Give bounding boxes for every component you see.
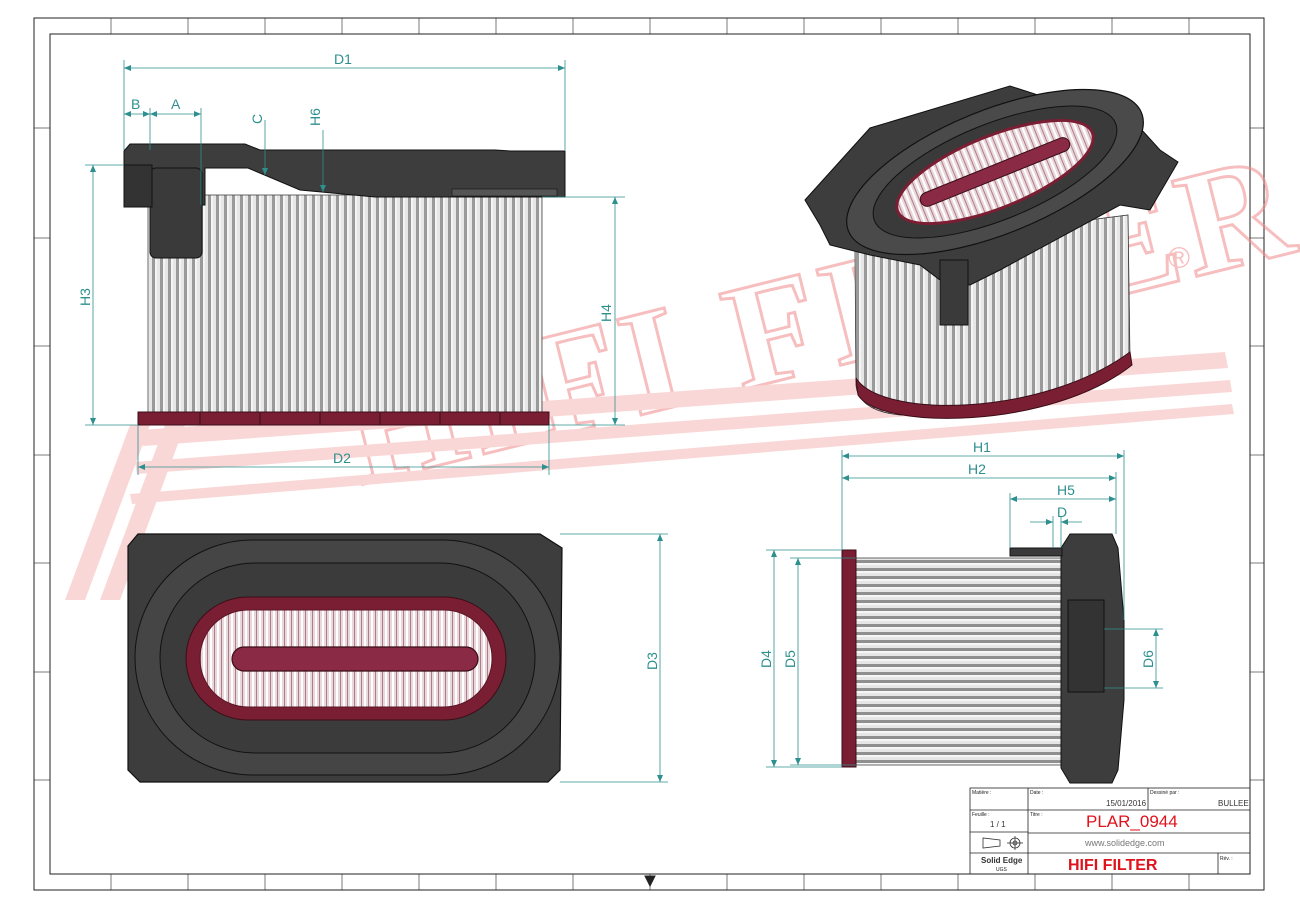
dim-h1-label: H1 [973,439,991,455]
tb-date-label: Date : [1030,790,1043,796]
tb-feuille-value: 1 / 1 [990,820,1006,829]
tb-dessine-value: BULLEE [1218,799,1249,808]
top-cover-slot [451,188,558,197]
dim-d4-label: D4 [758,650,774,668]
outlet-duct [149,167,203,259]
tb-software: Solid Edge [981,856,1023,865]
dim-d5-label: D5 [782,650,798,668]
iso-outlet-duct [939,259,969,326]
dim-h5-label: H5 [1057,482,1075,498]
dim-h4-label: H4 [598,304,614,322]
dim-b-label: B [131,96,140,112]
dim-h2-label: H2 [968,461,986,477]
tb-titre-label: Titre : [1030,812,1043,818]
top-view-dimensions [560,533,668,783]
bottom-endcap [137,411,550,426]
dim-a-label: A [171,96,181,112]
pleated-media [147,194,543,414]
side-view-tab [1067,599,1105,693]
tb-matiere-label: Matière : [972,790,991,796]
projection-symbol-icon [982,836,1023,850]
iso-red-bottom [855,351,1133,419]
tb-brand: HIFI FILTER [1068,857,1158,874]
dim-h3-label: H3 [77,288,93,306]
top-view-center-bar [231,646,479,672]
dim-d1-label: D1 [334,51,352,67]
side-view-media [855,557,1062,766]
front-view [123,143,566,426]
dim-d-label: D [1057,504,1067,520]
tb-part-number: PLAR_0944 [1086,812,1178,831]
isometric-view [804,85,1179,419]
tb-date-value: 15/01/2016 [1106,799,1147,808]
watermark-registered-symbol: ® [1168,242,1190,275]
tb-website: www.solidedge.com [1084,838,1165,848]
top-view [127,533,563,783]
side-tab [123,164,153,208]
dim-d2-label: D2 [333,450,351,466]
watermark-stripe-3 [130,404,1234,504]
watermark-slash-1 [65,425,150,600]
drawing-frame [33,17,1265,891]
side-view-flange [1009,547,1063,557]
side-view-red-endcap [841,549,857,768]
iso-center-bar [919,137,1071,207]
dim-d3-label: D3 [644,652,660,670]
tb-feuille-label: Feuille : [972,812,990,818]
dim-d6-label: D6 [1140,650,1156,668]
side-view-dimensions [766,450,1163,768]
front-view-dimensions [85,60,625,475]
tb-dessine-label: Dessiné par : [1150,790,1179,796]
tb-rev-label: Rév. : [1220,856,1233,862]
dim-c-label: C [249,114,265,124]
dim-h6-label: H6 [307,108,323,126]
title-block: Matière : Date : 15/01/2016 Dessiné par … [969,787,1251,875]
side-view [841,533,1125,784]
tb-software-sub: UGS [996,867,1008,873]
